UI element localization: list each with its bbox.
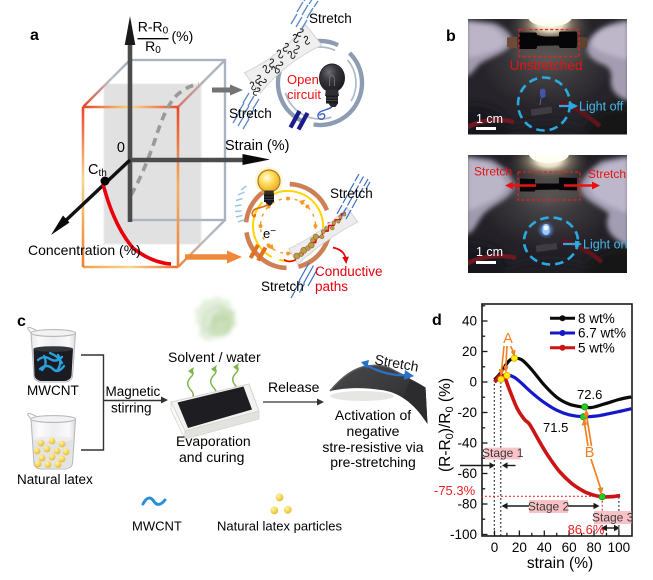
svg-text:c: c: [17, 313, 26, 330]
svg-text:and curing: and curing: [179, 449, 244, 465]
svg-text:e−: e−: [263, 226, 276, 241]
svg-text:Stretch: Stretch: [330, 186, 373, 201]
svg-text:negative: negative: [347, 423, 400, 439]
svg-text:Solvent / water: Solvent / water: [168, 349, 261, 365]
svg-text:Unstretched: Unstretched: [510, 58, 583, 73]
svg-text:stirring: stirring: [111, 401, 152, 416]
svg-text:Conductive: Conductive: [315, 264, 383, 279]
svg-text:Activation of: Activation of: [335, 407, 411, 423]
svg-text:Strain (%): Strain (%): [225, 138, 289, 154]
svg-text:a: a: [30, 27, 39, 44]
svg-text:8 wt%: 8 wt%: [578, 311, 615, 326]
svg-text:Open: Open: [287, 72, 319, 87]
svg-text:0: 0: [491, 540, 499, 555]
svg-text:stre-resistive via: stre-resistive via: [322, 439, 423, 455]
svg-text:1 cm: 1 cm: [476, 112, 503, 126]
svg-text:20: 20: [512, 540, 527, 555]
svg-text:Stretch: Stretch: [309, 11, 352, 26]
svg-text:20: 20: [462, 344, 477, 359]
svg-text:40: 40: [537, 540, 552, 555]
svg-text:Evaporation: Evaporation: [176, 433, 251, 449]
svg-text:Stage 3: Stage 3: [592, 510, 634, 524]
svg-text:Stretch: Stretch: [474, 165, 512, 179]
svg-text:Concentration (%): Concentration (%): [28, 242, 141, 258]
svg-text:Light on: Light on: [583, 238, 628, 252]
svg-text:pre-stretching: pre-stretching: [330, 454, 416, 470]
svg-text:Light off: Light off: [579, 100, 624, 114]
svg-text:paths: paths: [315, 279, 348, 294]
svg-text:-100: -100: [450, 527, 477, 542]
svg-text:circuit: circuit: [287, 87, 321, 102]
svg-text:(R-R0)/R0 (%): (R-R0)/R0 (%): [437, 378, 456, 472]
svg-text:R0: R0: [145, 38, 161, 56]
svg-text:86.6%: 86.6%: [568, 522, 605, 537]
svg-text:Stretch: Stretch: [373, 351, 419, 374]
svg-text:-20: -20: [457, 405, 477, 420]
svg-text:6.7 wt%: 6.7 wt%: [578, 326, 626, 341]
svg-text:MWCNT: MWCNT: [27, 383, 79, 398]
svg-text:A: A: [503, 331, 513, 347]
svg-text:5 wt%: 5 wt%: [578, 341, 615, 356]
svg-text:Stretch: Stretch: [261, 279, 304, 294]
svg-text:-75.3%: -75.3%: [434, 483, 476, 498]
svg-text:72.6: 72.6: [577, 387, 602, 402]
svg-text:Magnetic: Magnetic: [106, 384, 161, 399]
svg-text:d: d: [432, 312, 442, 329]
svg-text:1 cm: 1 cm: [476, 245, 503, 259]
svg-text:Stage 1: Stage 1: [482, 446, 524, 460]
svg-text:b: b: [446, 28, 456, 45]
svg-text:-40: -40: [457, 436, 477, 451]
svg-text:B: B: [585, 445, 595, 461]
svg-text:60: 60: [562, 540, 577, 555]
svg-text:Natural latex: Natural latex: [17, 472, 93, 487]
svg-text:71.5: 71.5: [543, 420, 568, 435]
svg-text:80: 80: [586, 540, 601, 555]
svg-text:strain (%): strain (%): [527, 555, 593, 572]
svg-text:0: 0: [469, 375, 477, 390]
svg-text:Stage 2: Stage 2: [528, 499, 570, 513]
svg-text:100: 100: [608, 540, 631, 555]
svg-text:0: 0: [117, 140, 125, 156]
svg-text:R-R0: R-R0: [138, 19, 169, 37]
svg-text:-60: -60: [457, 466, 477, 481]
svg-text:Stretch: Stretch: [588, 167, 626, 181]
svg-text:Stretch: Stretch: [229, 106, 272, 121]
svg-text:40: 40: [462, 314, 477, 329]
svg-text:(%): (%): [172, 28, 194, 44]
svg-text:Release: Release: [268, 379, 320, 395]
svg-text:-80: -80: [457, 497, 477, 512]
svg-text:MWCNT: MWCNT: [132, 519, 182, 534]
svg-text:Natural latex particles: Natural latex particles: [217, 519, 342, 534]
